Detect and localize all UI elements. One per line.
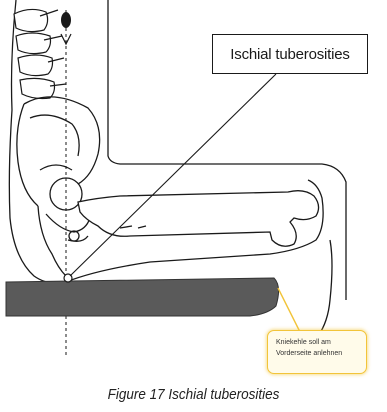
callout-label: Ischial tuberosities (230, 46, 349, 63)
spine-vertebrae (14, 9, 66, 98)
figure-caption: Figure 17 Ischial tuberosities (19, 386, 367, 403)
ischial-tuberosities-callout: Ischial tuberosities (212, 34, 368, 74)
knee-note-callout: Kniekehle soll am Vorderseite anlehnen (267, 330, 367, 374)
note-line-1: Kniekehle soll am (276, 337, 360, 348)
seat-cushion (6, 278, 279, 316)
note-line-2: Vorderseite anlehnen (276, 348, 360, 359)
note-leader-line (278, 288, 300, 332)
femur (50, 178, 319, 246)
plumb-marker (61, 12, 71, 28)
callout-leader-line (70, 74, 276, 276)
